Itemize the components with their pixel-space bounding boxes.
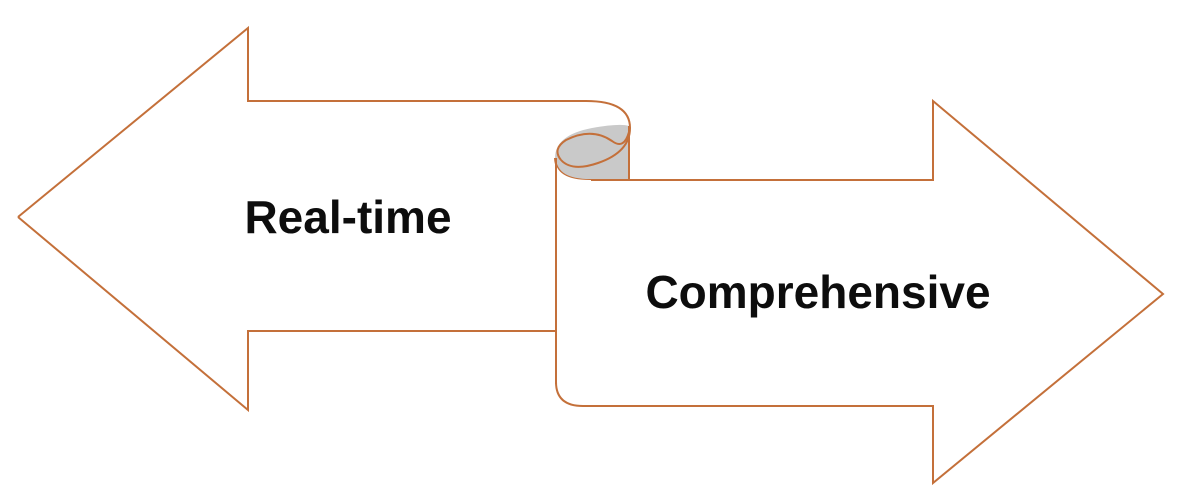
- left-arrow-outline-bottom: [17, 216, 556, 413]
- right-arrow-label: Comprehensive: [645, 266, 991, 318]
- right-arrow-outline: [555, 98, 1165, 486]
- right-arrow-shape[interactable]: [555, 101, 1163, 483]
- left-arrow-shape[interactable]: [18, 28, 630, 410]
- center-fold-lower-curve: [556, 131, 630, 161]
- left-arrow-label: Real-time: [244, 191, 452, 243]
